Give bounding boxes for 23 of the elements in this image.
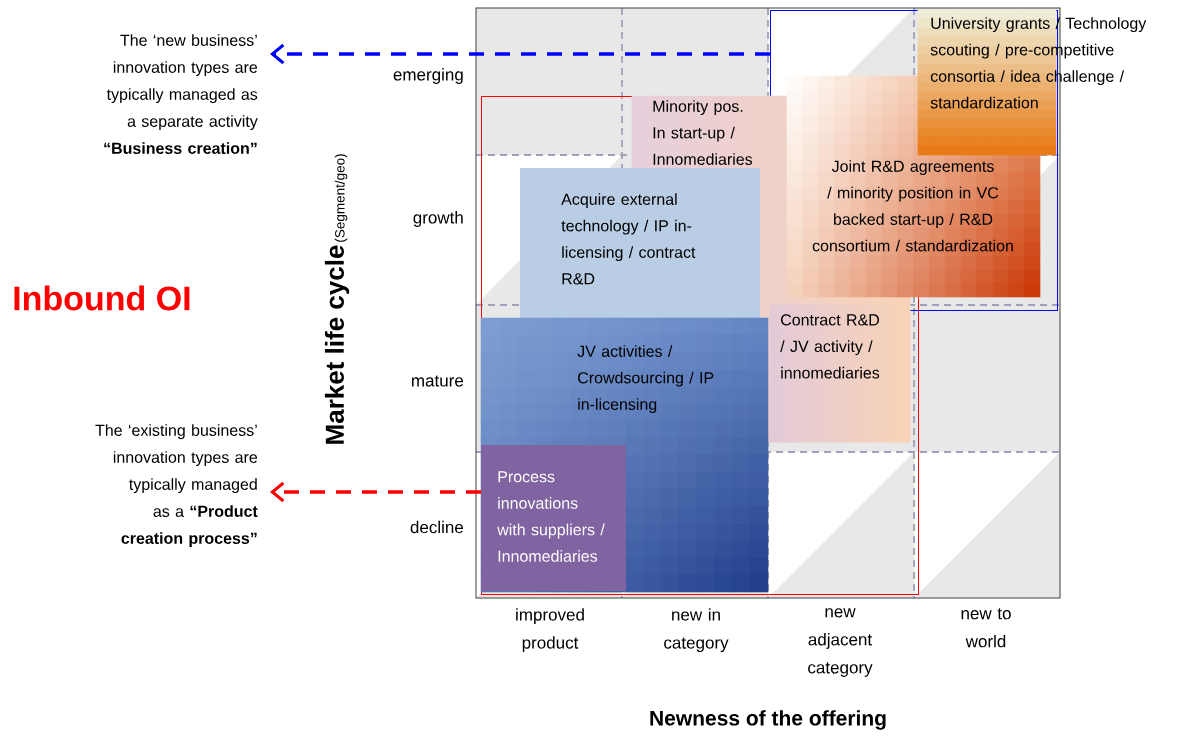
note-text: The ‘new business’ innovation types are typically managed as a separate activity “Business creation” bbox=[104, 34, 258, 154]
strategy-box: Contract R&D / JV activity / innomediaries bbox=[769, 304, 911, 443]
axis-subtitle: (Segment/geo) bbox=[334, 154, 348, 242]
axis-title: Market life cycle bbox=[324, 245, 350, 444]
node-label: Contract R&D / JV activity / innomediaries bbox=[780, 314, 880, 379]
node-label: Joint R&D agreements / minority position in VC backed start-up / R&D consortium / standardization bbox=[812, 160, 1013, 252]
column-label: new adjacent category bbox=[808, 608, 873, 677]
arrow bbox=[270, 481, 481, 503]
node-label: Minority pos. In start-up / Innomediaries bbox=[653, 100, 753, 165]
column-label: improved product bbox=[516, 608, 584, 653]
strategy-box: Process innovations with suppliers / Innomediaries bbox=[481, 445, 626, 591]
arrow bbox=[270, 43, 770, 65]
column-label: new in category bbox=[664, 608, 729, 653]
node-label: JV activities / Crowdsourcing / IP in-licensing bbox=[577, 345, 714, 414]
row-label: growth bbox=[413, 211, 463, 227]
row-label: emerging bbox=[393, 68, 463, 84]
strategy-box: Acquire external technology / IP in-licensing / contract R&D bbox=[520, 168, 760, 318]
row-label: mature bbox=[412, 375, 464, 387]
column-label: new to world bbox=[961, 608, 1011, 648]
axis-title: Newness of the offering bbox=[650, 710, 886, 730]
title-label: Inbound OI bbox=[14, 285, 190, 311]
row-label: decline bbox=[410, 520, 464, 534]
note-text: The ‘existing business’ innovation types are typically managed as a “Product creation process” bbox=[95, 424, 258, 548]
